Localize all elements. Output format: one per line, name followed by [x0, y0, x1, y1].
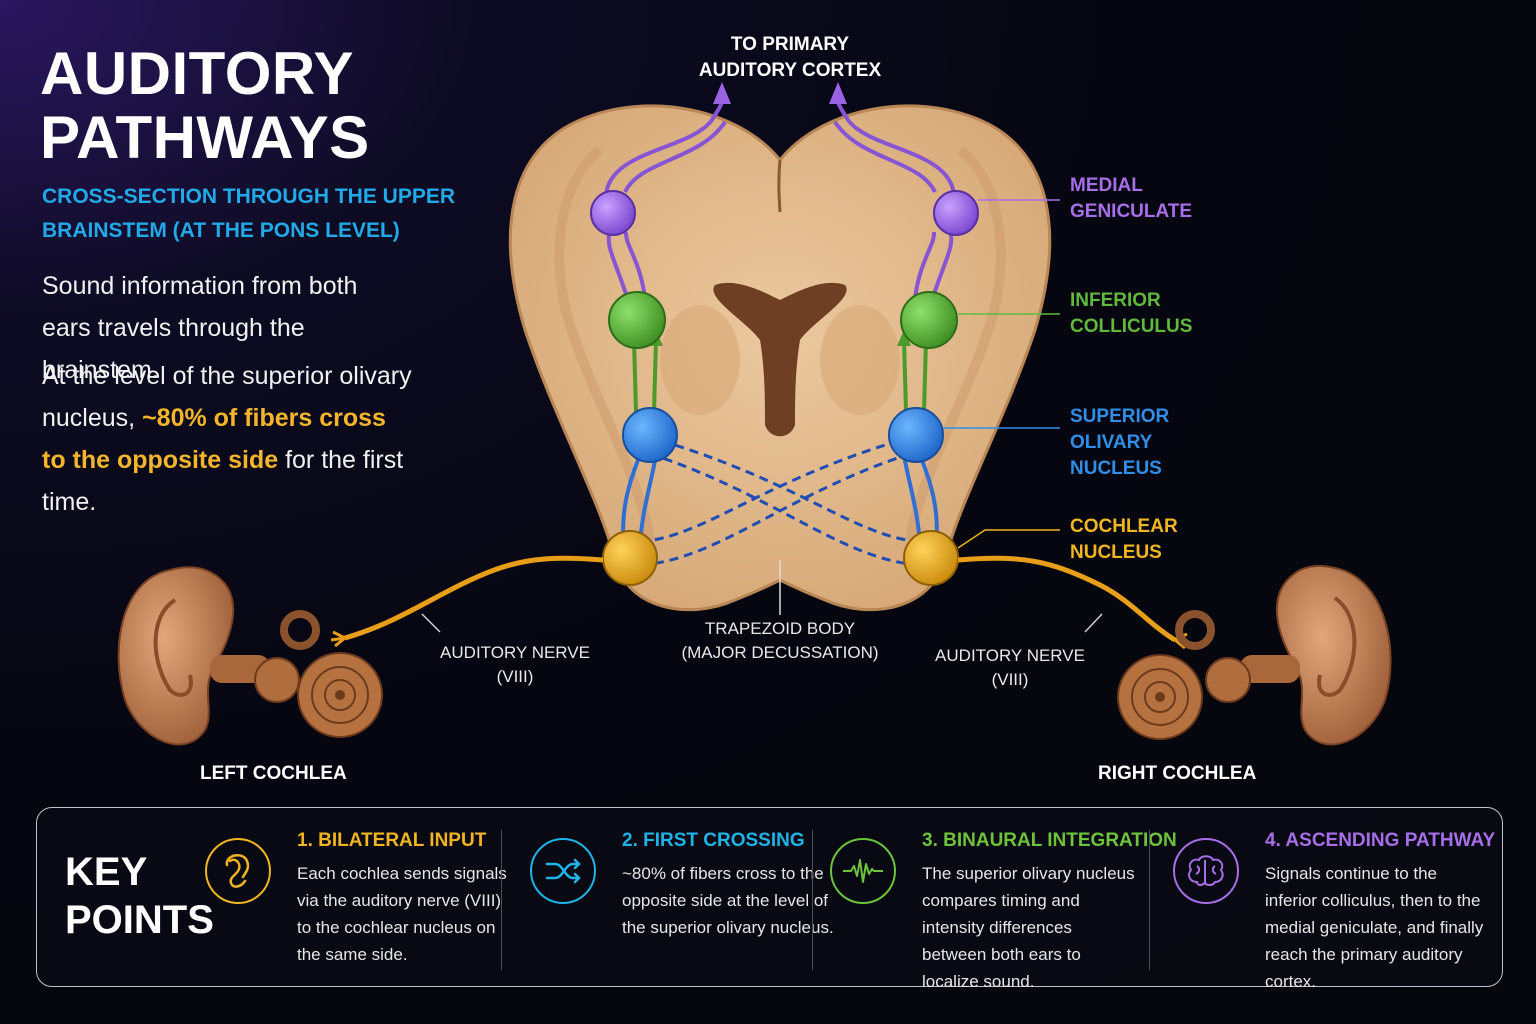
left-ear-icon: [117, 566, 383, 746]
trapezoid-fibers: [637, 433, 923, 567]
intro-paragraph-2: At the level of the superior olivary nuc…: [42, 355, 412, 523]
page-title: AUDITORY PATHWAYS: [40, 40, 370, 171]
intro-text-end: for the first time.: [42, 446, 404, 516]
right-cochlea-label: RIGHT COCHLEA: [1098, 763, 1257, 784]
left-cochlear-nucleus: [602, 530, 658, 586]
right-auditory-nerve: [957, 555, 1177, 643]
cortex-label: TO PRIMARY AUDITORY CORTEX: [698, 34, 882, 81]
key-point-body: Signals continue to the inferior collicu…: [1265, 864, 1484, 991]
cochlear-nucleus-label: COCHLEAR NUCLEUS: [1070, 516, 1178, 563]
waveform-icon: [830, 838, 896, 904]
key-point-heading: 1. BILATERAL INPUT: [297, 830, 487, 851]
ear-icon: [205, 838, 271, 904]
key-point-body: ~80% of fibers cross to the opposite sid…: [622, 864, 834, 937]
brainstem-diagram: [117, 82, 1392, 746]
left-superior-olivary: [622, 407, 678, 463]
superior-olivary-label: SUPERIOR OLIVARY NUCLEUS: [1070, 406, 1170, 479]
intro-highlight: ~80% of fibers cross to the opposite sid…: [42, 404, 386, 474]
left-inferior-colliculus: [608, 291, 666, 349]
left-auditory-nerve-label: AUDITORY NERVE (VIII): [440, 643, 590, 686]
divider: [812, 830, 813, 970]
right-ascending-tract: [833, 99, 956, 546]
right-cochlear-nucleus: [903, 530, 959, 586]
cerebral-aqueduct: [713, 282, 847, 437]
right-medial-geniculate: [933, 190, 979, 236]
key-points-title-text: KEY POINTS: [65, 850, 214, 942]
intro-text: At the level of the superior olivary nuc…: [42, 362, 412, 432]
key-point-body: The superior olivary nucleus compares ti…: [922, 864, 1135, 991]
inferior-colliculus-label: INFERIOR COLLICULUS: [1070, 290, 1193, 337]
right-auditory-nerve-label: AUDITORY NERVE (VIII): [935, 646, 1085, 689]
right-inferior-colliculus: [900, 291, 958, 349]
left-auditory-nerve: [344, 555, 604, 641]
trapezoid-body-label: TRAPEZOID BODY (MAJOR DECUSSATION): [681, 619, 879, 662]
shuffle-icon: [530, 838, 596, 904]
left-cochlea-label: LEFT COCHLEA: [200, 763, 347, 784]
key-point-heading: 3. BINAURAL INTEGRATION: [922, 830, 1177, 851]
divider: [501, 830, 502, 970]
right-ear-icon: [1117, 564, 1392, 746]
left-ascending-tract: [604, 99, 727, 546]
key-point-heading: 4. ASCENDING PATHWAY: [1265, 830, 1496, 851]
key-points-title: KEY POINTS: [65, 848, 214, 944]
page-subtitle: CROSS-SECTION THROUGH THE UPPER BRAINSTE…: [42, 185, 456, 242]
brain-icon: [1173, 838, 1239, 904]
right-superior-olivary: [888, 407, 944, 463]
divider: [1149, 830, 1150, 970]
intro-paragraph-1: Sound information from both ears travels…: [42, 272, 358, 384]
left-medial-geniculate: [590, 190, 636, 236]
key-points-panel: KEY POINTS 1. BILATERAL INPUT Each cochl…: [36, 807, 1503, 991]
key-point-heading: 2. FIRST CROSSING: [622, 830, 805, 851]
key-point-body: Each cochlea sends signals via the audit…: [297, 864, 507, 964]
medial-geniculate-label: MEDIAL GENICULATE: [1070, 175, 1193, 222]
